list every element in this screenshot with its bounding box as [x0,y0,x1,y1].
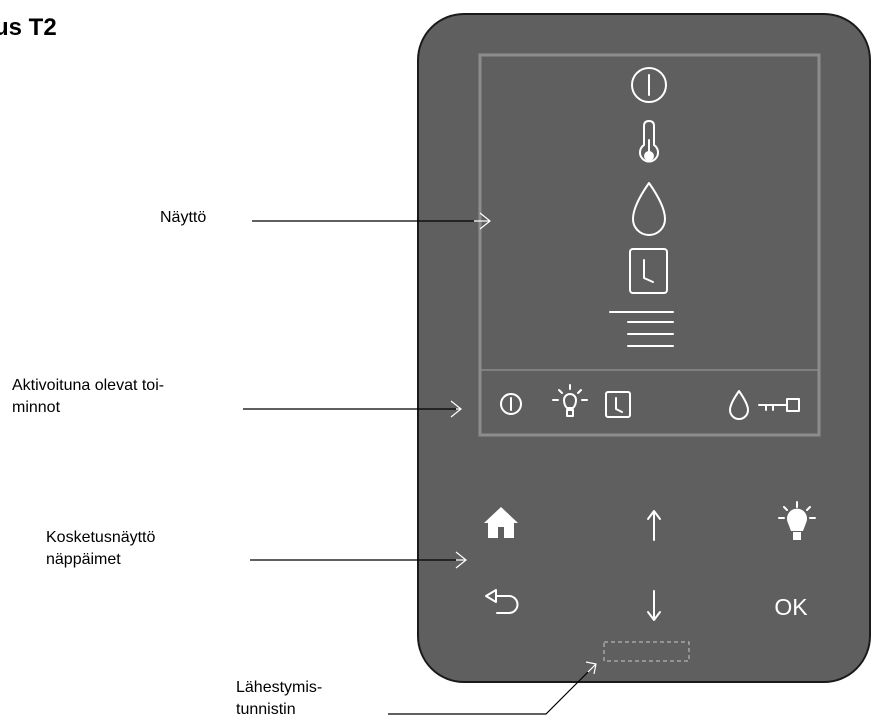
proximity-leader-line [388,671,589,715]
menu-lines-icon[interactable] [609,311,674,347]
proximity-arrowhead [585,661,597,675]
active-functions-arrowhead [450,400,462,418]
status-drop-icon [729,390,749,420]
touch-keys-label: Kosketusnäyttö näppäimet [46,527,155,571]
home-icon[interactable] [484,507,518,538]
thermometer-icon[interactable] [639,120,659,163]
status-power-icon [500,393,522,415]
proximity-sensor [603,641,690,662]
power-icon[interactable] [631,67,667,103]
active-functions-label: Aktivoituna olevat toi- minnot [12,375,164,419]
down-arrow-icon[interactable] [647,590,661,621]
up-arrow-icon[interactable] [647,510,661,541]
proximity-sensor-label-line1: Lähestymis- [236,679,323,696]
display-screen [478,53,821,437]
status-key-icon [758,398,800,412]
active-functions-label-line2: minnot [12,399,61,416]
display-arrowhead [479,212,491,230]
status-clock-icon [605,391,631,418]
proximity-arrow [587,663,597,673]
device-panel [417,13,871,683]
ok-button[interactable]: OK [774,594,808,620]
page-title: us T2 [0,14,57,41]
touch-keys-arrowhead [455,551,467,569]
status-light-icon [552,384,588,417]
drop-icon[interactable] [632,182,666,236]
back-icon[interactable] [485,589,519,614]
display-label: Näyttö [160,209,207,226]
clock-icon[interactable] [629,248,668,294]
touch-keys-label-line1: Kosketusnäyttö [46,529,156,546]
light-icon[interactable] [778,501,816,540]
active-functions-label-line1: Aktivoituna olevat toi- [12,377,165,394]
proximity-sensor-label-line2: tunnistin [236,701,296,718]
touch-keys-label-line2: näppäimet [46,551,121,568]
proximity-sensor-label: Lähestymis- tunnistin [236,677,322,721]
